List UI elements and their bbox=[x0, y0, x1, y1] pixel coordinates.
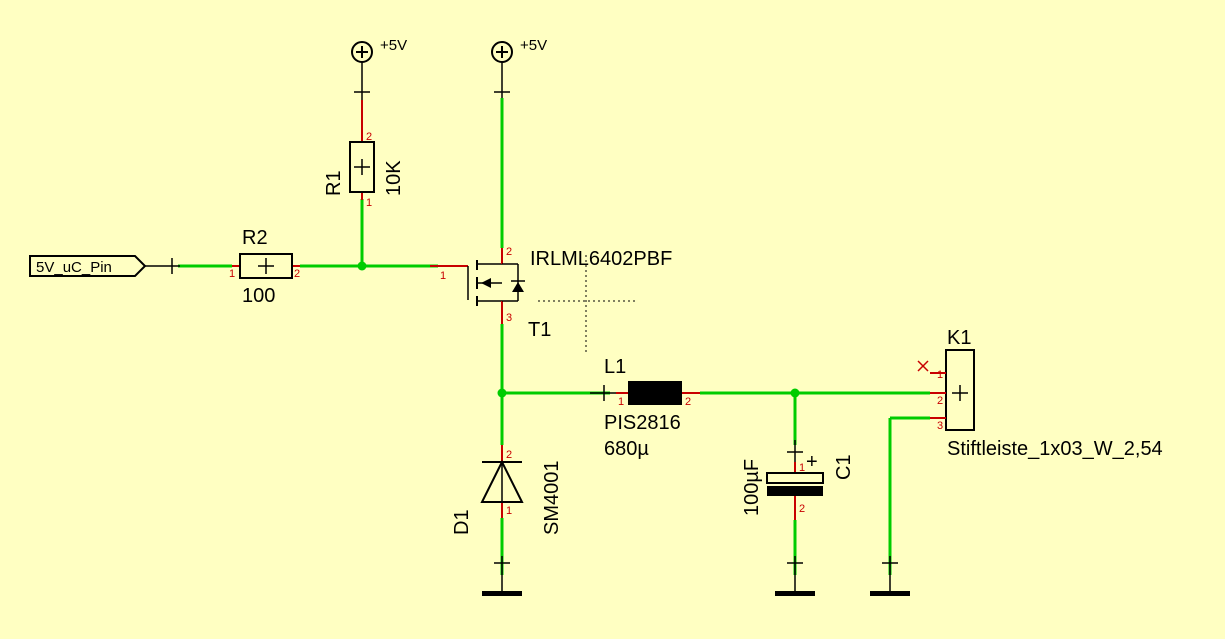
c1-polarity: + bbox=[806, 451, 818, 473]
r1-pin-2: 2 bbox=[366, 131, 372, 143]
ground-symbol-k1[interactable] bbox=[870, 556, 910, 596]
k1-pin-2: 2 bbox=[937, 395, 943, 407]
l1-pin-1: 1 bbox=[618, 396, 624, 408]
diode-d1[interactable]: 2 1 D1 SM4001 bbox=[451, 445, 563, 535]
d1-ref: D1 bbox=[451, 509, 473, 535]
t1-pin-source: 3 bbox=[506, 312, 512, 324]
input-label-text: 5V_uC_Pin bbox=[36, 259, 112, 276]
d1-pin-1: 1 bbox=[506, 505, 512, 517]
r1-value: 10K bbox=[383, 160, 405, 196]
resistor-r2[interactable]: 1 2 R2 100 bbox=[229, 227, 300, 307]
t1-pin-drain: 2 bbox=[506, 246, 512, 258]
junctions bbox=[357, 261, 800, 398]
c1-value: 100µF bbox=[741, 459, 763, 516]
r2-ref: R2 bbox=[242, 227, 268, 249]
k1-part: Stiftleiste_1x03_W_2,54 bbox=[947, 438, 1163, 460]
k1-pin-1: 1 bbox=[937, 369, 943, 381]
r1-pin-1: 1 bbox=[366, 197, 372, 209]
c1-pin-2: 2 bbox=[799, 503, 805, 515]
ground-symbol-c1[interactable] bbox=[775, 556, 815, 596]
t1-ref: T1 bbox=[528, 319, 551, 341]
vcc-symbol-1[interactable]: +5V bbox=[351, 37, 407, 100]
l1-part: PIS2816 bbox=[604, 412, 681, 434]
vcc-label-2: +5V bbox=[520, 37, 547, 54]
resistor-r1[interactable]: 2 1 R1 10K bbox=[323, 100, 405, 209]
inductor-l1[interactable]: 1 2 L1 PIS2816 680µ bbox=[590, 356, 700, 460]
l1-pin-2: 2 bbox=[685, 396, 691, 408]
k1-pin-3: 3 bbox=[937, 420, 943, 432]
r1-ref: R1 bbox=[323, 170, 345, 196]
c1-ref: C1 bbox=[833, 454, 855, 480]
d1-part: SM4001 bbox=[541, 461, 563, 536]
t1-part: IRLML6402PBF bbox=[530, 248, 672, 270]
input-net-label[interactable]: 5V_uC_Pin bbox=[29, 255, 180, 277]
capacitor-c1[interactable]: 1 2 + 100µF C1 bbox=[741, 440, 855, 520]
mosfet-t1[interactable]: 1 2 3 IRLML6402PBF T1 bbox=[430, 246, 672, 352]
l1-ref: L1 bbox=[604, 356, 626, 378]
t1-pin-gate: 1 bbox=[440, 270, 446, 282]
vcc-label-1: +5V bbox=[380, 37, 407, 54]
wires bbox=[178, 98, 930, 575]
vcc-symbol-2[interactable]: +5V bbox=[491, 37, 547, 98]
d1-pin-2: 2 bbox=[506, 449, 512, 461]
k1-ref: K1 bbox=[947, 327, 971, 349]
c1-pin-1: 1 bbox=[799, 462, 805, 474]
r2-pin-2: 2 bbox=[294, 268, 300, 280]
ground-symbol-d1[interactable] bbox=[482, 556, 522, 596]
l1-value: 680µ bbox=[604, 438, 649, 460]
r2-pin-1: 1 bbox=[229, 268, 235, 280]
connector-k1[interactable]: 1 2 3 K1 Stiftleiste_1x03_W_2,54 bbox=[917, 327, 1163, 460]
r2-value: 100 bbox=[242, 285, 275, 307]
